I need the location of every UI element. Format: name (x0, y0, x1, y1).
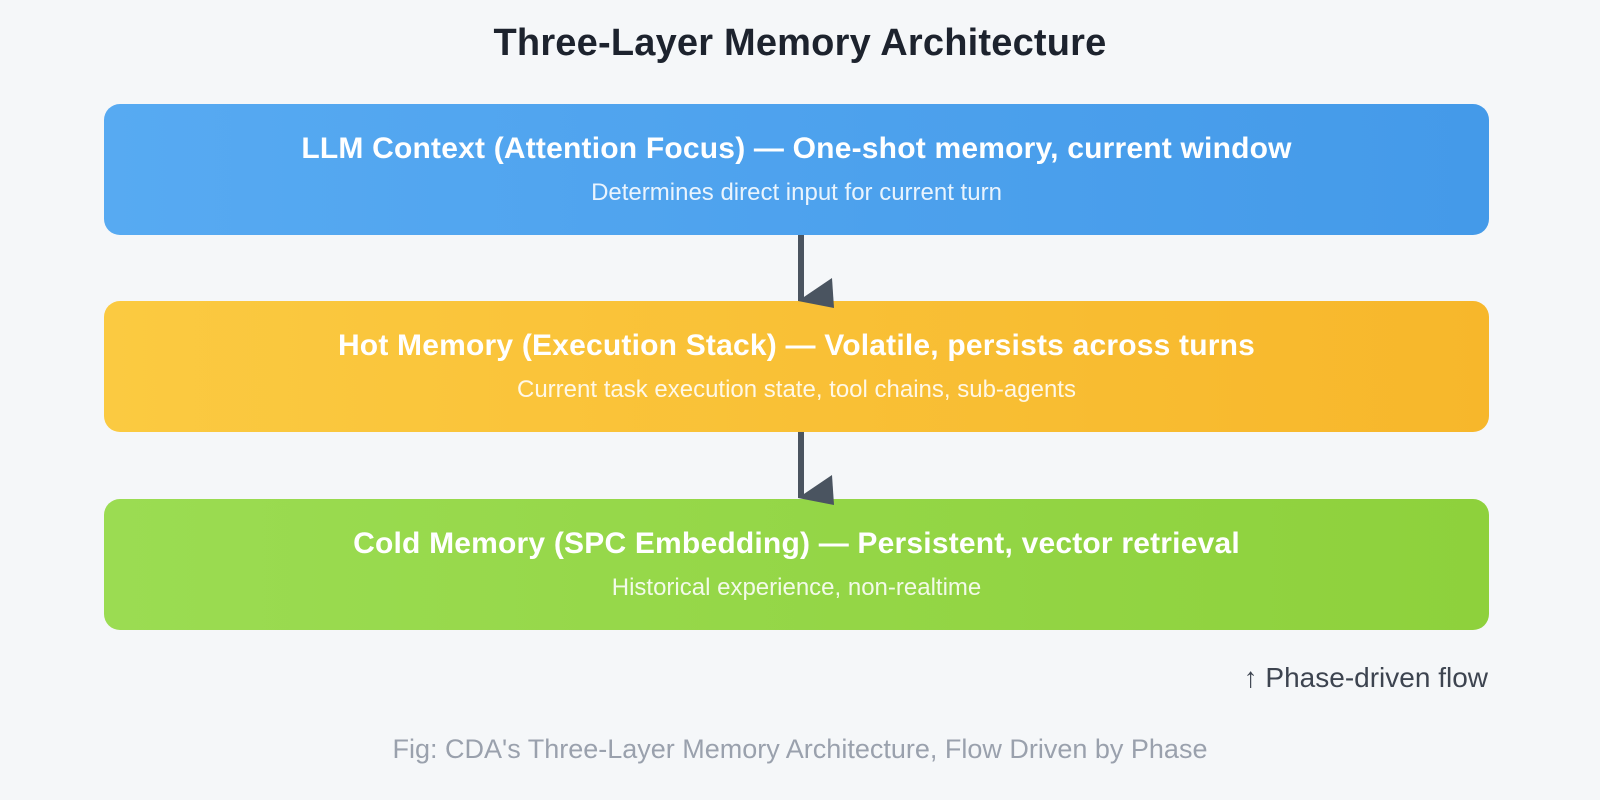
layer-hot-memory-title: Hot Memory (Execution Stack) — Volatile,… (337, 329, 1256, 362)
figure-caption: Fig: CDA's Three-Layer Memory Architectu… (392, 734, 1208, 764)
diagram-title: Three-Layer Memory Architecture (493, 22, 1107, 64)
layer-llm-context-subtitle: Determines direct input for current turn (591, 179, 1002, 206)
layer-cold-memory-subtitle: Historical experience, non-realtime (611, 574, 982, 601)
layer-cold-memory-title: Cold Memory (SPC Embedding) — Persistent… (353, 527, 1240, 560)
down-arrow-icon (798, 432, 834, 505)
layer-cold-memory: Cold Memory (SPC Embedding) — Persistent… (104, 499, 1489, 630)
layer-hot-memory: Hot Memory (Execution Stack) — Volatile,… (104, 301, 1489, 432)
down-arrow-icon (798, 235, 834, 308)
layer-hot-memory-subtitle: Current task execution state, tool chain… (517, 376, 1076, 403)
phase-flow-note: ↑ Phase-driven flow (1243, 662, 1488, 693)
layer-llm-context-title: LLM Context (Attention Focus) — One-shot… (301, 132, 1292, 165)
layer-llm-context: LLM Context (Attention Focus) — One-shot… (104, 104, 1489, 235)
